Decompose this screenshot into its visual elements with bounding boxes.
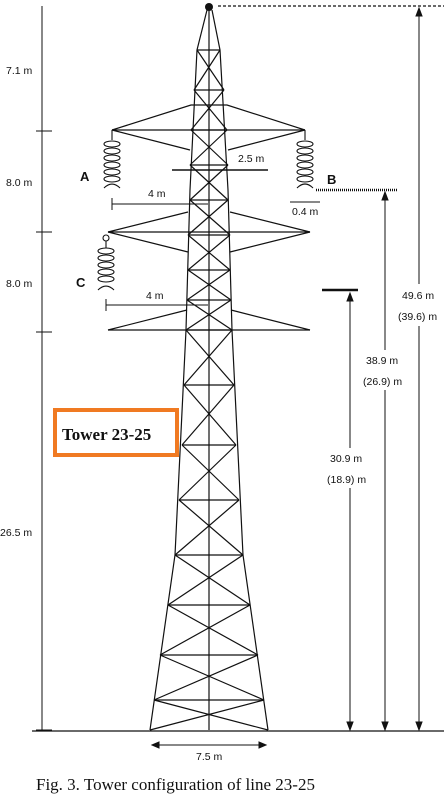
peak-marker xyxy=(205,3,213,11)
tower-tag: Tower 23-25 xyxy=(62,425,151,444)
insulator-offset-length: 0.4 m xyxy=(292,206,319,218)
tower-structure xyxy=(107,8,311,731)
low-height-sag: (18.9) m xyxy=(327,474,366,486)
figure-caption: Fig. 3. Tower configuration of line 23-2… xyxy=(36,775,315,794)
upper-arm-length: 4 m xyxy=(148,188,166,200)
low-height-bg xyxy=(326,448,374,488)
lower-arm-length: 4 m xyxy=(146,290,164,302)
height-dimension-lines xyxy=(346,6,423,732)
phase-c-label: C xyxy=(76,275,86,290)
mid-height-bg xyxy=(363,350,403,390)
low-height: 30.9 m xyxy=(330,453,362,465)
tower-tag-box xyxy=(53,408,179,457)
insulator-a xyxy=(103,130,121,189)
phase-b-label: B xyxy=(327,172,336,187)
insulator-b xyxy=(296,130,314,189)
total-height-sag: (39.6) m xyxy=(398,311,437,323)
dim-26-5m: 26.5 m xyxy=(0,527,32,539)
total-height: 49.6 m xyxy=(402,290,434,302)
dim-8-0m-upper: 8.0 m xyxy=(6,177,33,189)
arm-dimension-lines xyxy=(105,169,320,749)
dim-7-1m: 7.1 m xyxy=(6,65,33,77)
dim-8-0m-lower: 8.0 m xyxy=(6,278,33,290)
mid-height-sag: (26.9) m xyxy=(363,376,402,388)
insulator-c xyxy=(97,234,115,291)
base-width: 7.5 m xyxy=(196,751,223,763)
top-offset-length: 2.5 m xyxy=(238,153,265,165)
total-height-bg xyxy=(398,284,444,326)
left-dimension-line xyxy=(36,6,52,731)
mid-height: 38.9 m xyxy=(366,355,398,367)
phase-a-label: A xyxy=(80,169,90,184)
